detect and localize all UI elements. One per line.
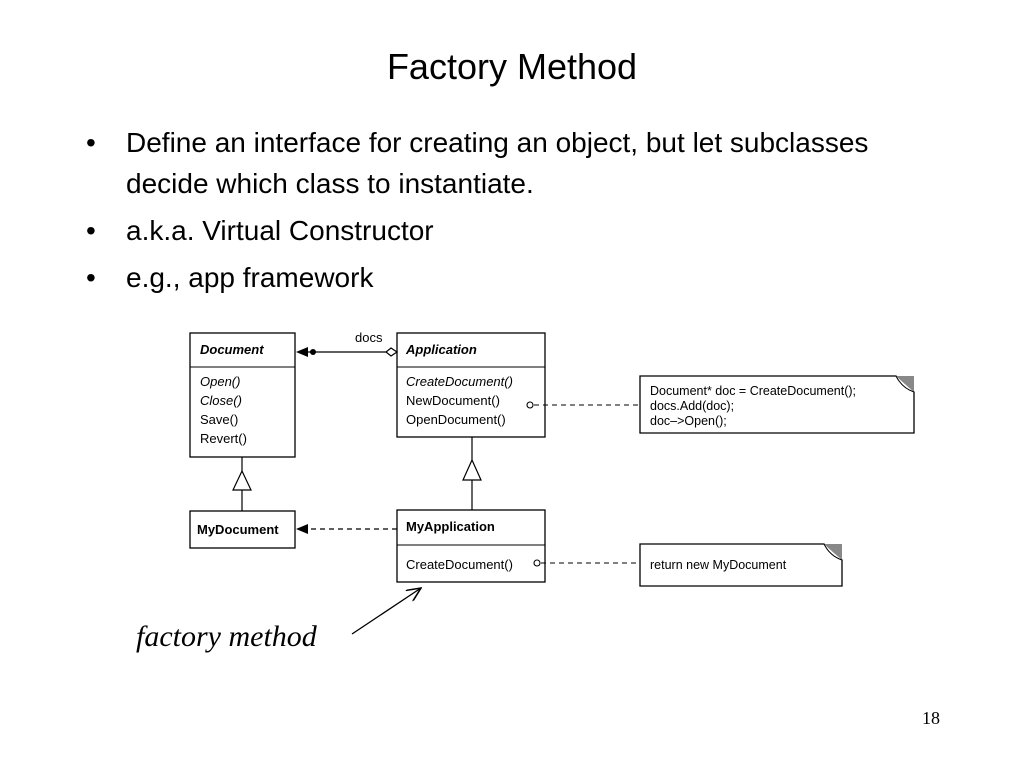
mydocument-class-box: MyDocument [189,510,296,549]
factory-method-label: factory method [136,620,317,653]
note-line: doc–>Open(); [650,414,727,428]
myapplication-class-name: MyApplication [406,519,495,534]
association-label: docs [355,330,383,345]
document-operation: Close() [200,393,242,408]
application-class-box: Application CreateDocument() NewDocument… [396,332,546,438]
application-operation: NewDocument() [406,393,500,408]
bullet-list: • Define an interface for creating an ob… [86,122,886,304]
document-operation: Revert() [200,431,247,446]
document-class-name: Document [200,342,264,357]
bullet-glyph: • [86,215,96,246]
application-operation: CreateDocument() [406,374,513,389]
document-class-box: Document Open() Close() Save() Revert() [189,332,296,458]
page-number: 18 [922,708,940,728]
note-anchor-icon [526,401,534,409]
aggregation-diamond-icon [385,347,399,357]
dependency-arrowhead-icon [296,524,308,534]
bullet-text: a.k.a. Virtual Constructor [126,215,434,246]
document-operation: Save() [200,412,238,427]
slide-title: Factory Method [386,46,638,87]
inheritance-triangle-icon [462,458,482,481]
bullet-text: Define an interface for creating an obje… [126,127,869,199]
multiplicity-dot-icon [310,349,316,355]
bullet-text: e.g., app framework [126,262,374,293]
note-line: Document* doc = CreateDocument(); [650,384,856,398]
docs-association: docs [296,330,399,357]
myapplication-operation: CreateDocument() [406,557,513,572]
bullet-item: • Define an interface for creating an ob… [86,122,886,204]
note-line: docs.Add(doc); [650,399,734,413]
factory-method-pointer [351,588,421,635]
note-anchor-icon [533,559,541,567]
bullet-item: • a.k.a. Virtual Constructor [86,210,886,251]
inheritance-triangle-icon [232,469,252,491]
application-operation: OpenDocument() [406,412,506,427]
myapplication-class-box: MyApplication CreateDocument() [396,509,546,583]
application-class-name: Application [405,342,477,357]
note-create-document: return new MyDocument [533,543,843,587]
document-generalization [232,457,252,511]
document-operation: Open() [200,374,240,389]
bullet-glyph: • [86,127,96,158]
application-generalization [462,437,482,510]
association-arrowhead-icon [296,347,308,357]
bullet-glyph: • [86,262,96,293]
note-line: return new MyDocument [650,558,787,572]
mydocument-class-name: MyDocument [197,522,279,537]
note-new-document: Document* doc = CreateDocument(); docs.A… [526,375,915,434]
creates-dependency [296,524,397,534]
bullet-item: • e.g., app framework [86,257,886,298]
